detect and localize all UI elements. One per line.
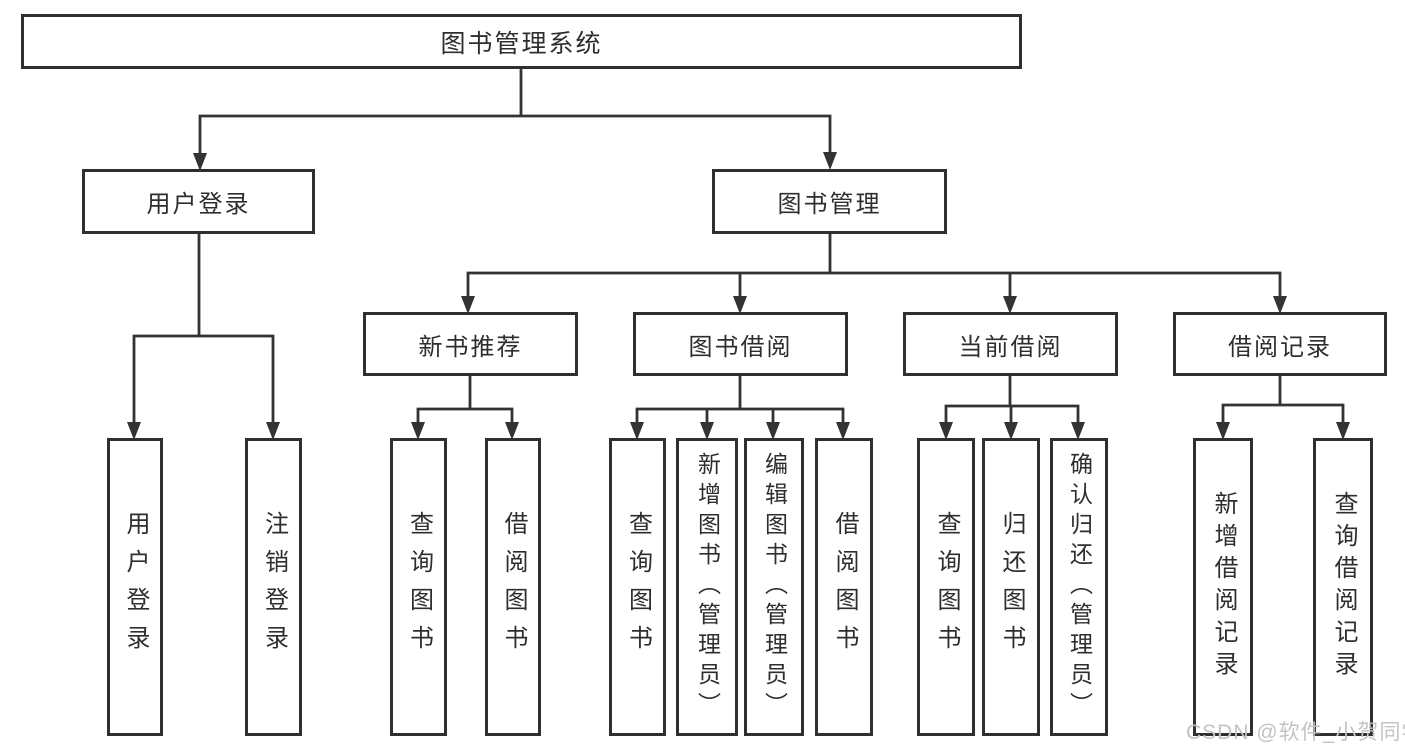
connector-bookborrow-to-leaves <box>635 376 845 422</box>
leaf-return-book: 归还图书 <box>982 438 1040 736</box>
node-book-management: 图书管理 <box>712 169 947 234</box>
connector-currentborrow-to-leaves <box>944 376 1080 422</box>
leaf-label: 查询借阅记录 <box>1330 491 1357 683</box>
node-label: 新书推荐 <box>418 333 523 361</box>
connector-userlogin-to-leaves <box>132 234 275 422</box>
leaf-query-book: 查询图书 <box>917 438 975 736</box>
node-label: 图书管理 <box>777 191 882 218</box>
leaf-label: 编辑图书（管理员） <box>761 452 788 722</box>
leaf-label: 查询图书 <box>933 511 960 663</box>
node-label: 图书借阅 <box>688 333 793 361</box>
arrowheads <box>127 152 1350 440</box>
connector-records-to-leaves <box>1221 376 1345 422</box>
leaf-query-book: 查询图书 <box>609 438 666 736</box>
leaf-add-book-admin: 新增图书（管理员） <box>676 438 738 736</box>
leaf-logout: 注销登录 <box>245 438 302 736</box>
connector-newbook-to-leaves <box>416 376 514 422</box>
leaf-query-book: 查询图书 <box>390 438 447 736</box>
leaf-add-borrow-record: 新增借阅记录 <box>1193 438 1253 736</box>
leaf-label: 查询图书 <box>405 511 433 663</box>
connector-root-to-level2 <box>198 68 832 153</box>
leaf-label: 用户登录 <box>122 511 149 663</box>
leaf-edit-book-admin: 编辑图书（管理员） <box>744 438 804 736</box>
leaf-label: 借阅图书 <box>500 511 527 663</box>
node-label: 当前借阅 <box>958 333 1063 361</box>
csdn-watermark: CSDN @软件_小贺同学 <box>1186 721 1405 744</box>
node-current-borrowing: 当前借阅 <box>903 312 1118 376</box>
leaf-label: 归还图书 <box>998 511 1025 663</box>
node-label: 图书管理系统 <box>440 29 603 58</box>
node-borrowing-records: 借阅记录 <box>1173 312 1387 376</box>
leaf-label: 查询图书 <box>624 511 652 663</box>
leaf-borrow-book: 借阅图书 <box>815 438 873 736</box>
leaf-label: 借阅图书 <box>831 511 858 663</box>
leaf-borrow-book: 借阅图书 <box>485 438 541 736</box>
node-new-book-recommend: 新书推荐 <box>363 312 578 376</box>
leaf-label: 确认归还（管理员） <box>1066 452 1093 722</box>
node-book-borrowing: 图书借阅 <box>633 312 848 376</box>
leaf-user-login: 用户登录 <box>107 438 163 736</box>
leaf-query-borrow-record: 查询借阅记录 <box>1313 438 1373 736</box>
node-user-login: 用户登录 <box>82 169 315 234</box>
leaf-label: 新增图书（管理员） <box>694 452 721 722</box>
node-label: 借阅记录 <box>1228 333 1332 361</box>
connector-bookmgmt-to-level3 <box>466 234 1282 296</box>
leaf-label: 新增借阅记录 <box>1210 491 1237 683</box>
node-system-root: 图书管理系统 <box>21 14 1022 69</box>
leaf-confirm-return-admin: 确认归还（管理员） <box>1050 438 1108 736</box>
leaf-label: 注销登录 <box>260 511 288 663</box>
node-label: 用户登录 <box>146 191 251 218</box>
